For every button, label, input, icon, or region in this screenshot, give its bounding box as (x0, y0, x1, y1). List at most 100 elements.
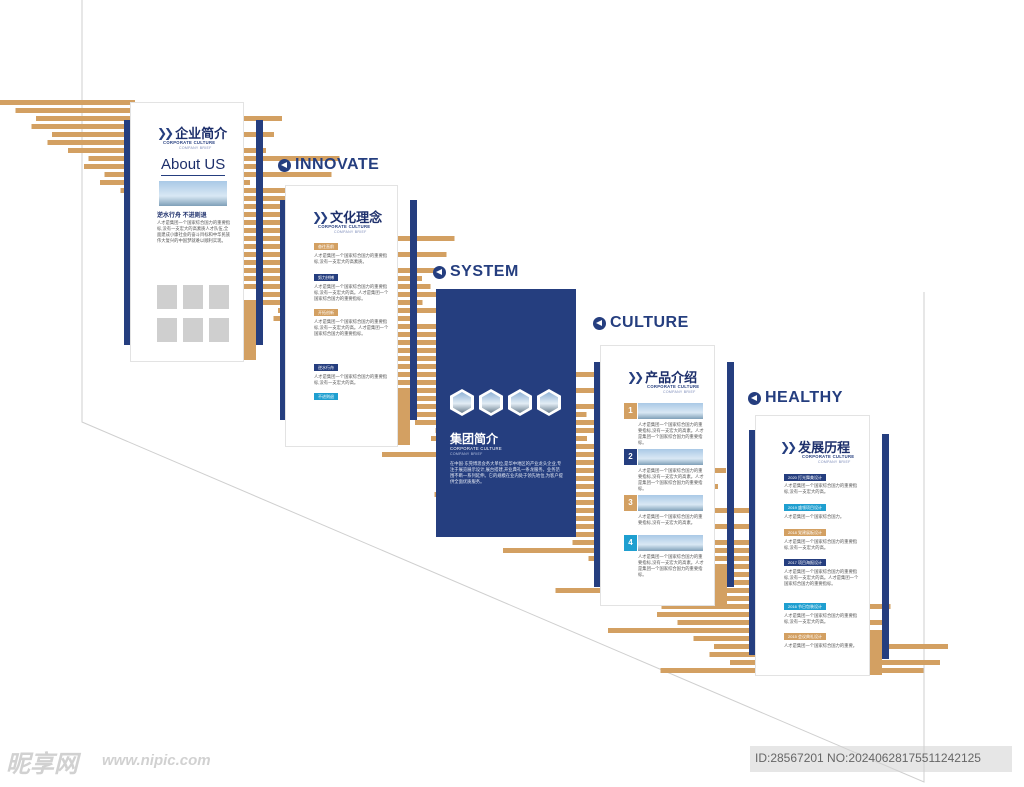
section-label: CULTURE (610, 314, 689, 331)
double-chevron-icon: ❯❯ (780, 439, 797, 454)
decor-strip (47, 140, 193, 145)
gray-image (183, 318, 203, 342)
panel2-subtitle: CORPORATE CULTURE (318, 224, 371, 229)
decor-strip (326, 356, 472, 361)
panel4-subtitle-2: COMPANY BRIEF (663, 390, 696, 394)
panel5-subtitle: CORPORATE CULTURE (802, 454, 855, 459)
watermark-logo: 昵享网 (6, 751, 78, 778)
arrow-left-icon (433, 265, 446, 279)
value-tag: 努力拼搏 (314, 274, 338, 281)
value-text: 人才是集团一个国家综合国力的重要指标,没有一支宏大的高素质。 (314, 253, 388, 264)
decor-strip (608, 628, 866, 633)
hex-photo (479, 389, 503, 416)
product-text: 人才是集团一个国家综合国力的重要指标,没有一支宏大的高素。人才是集团一个国家综合… (638, 554, 704, 577)
watermark-id-bg (750, 746, 1012, 772)
panel1-subtitle-2: COMPANY BRIEF (179, 146, 212, 150)
product-photo (638, 535, 703, 551)
panel5-left-accent (749, 430, 756, 655)
panel2-tan-accent (397, 390, 410, 445)
value-text: 人才是集团一个国家综合国力的重要指标,没有一支宏大的高。 (314, 374, 388, 385)
section-label: HEALTHY (765, 389, 843, 406)
panel4-tan-accent (714, 565, 727, 605)
section-label: SYSTEM (450, 263, 519, 280)
section-innovate: INNOVATE (278, 156, 379, 174)
panel1-tan-accent (243, 300, 256, 360)
decor-strip (141, 196, 397, 201)
product-text: 人才是集团一个国家综合国力的重要指标,没有一支宏大的高素。人才是集团一个国家综合… (638, 468, 704, 491)
panel5-title: 发展历程 (798, 440, 851, 455)
value-text: 人才是集团一个国家综合国力的重要指标,没有一支宏大的高。人才是集团一个国家综合国… (314, 284, 389, 301)
section-healthy: HEALTHY (748, 389, 843, 407)
about-us-heading: About US (161, 156, 226, 173)
history-tag: 2016 节日包装设计 (784, 603, 827, 610)
gray-image (183, 285, 203, 309)
panel4-subtitle: CORPORATE CULTURE (647, 384, 700, 389)
history-text: 人才是集团一个国家综合国力的重要指标,没有一支宏大的高。 (784, 613, 858, 624)
arrow-left-icon (748, 391, 761, 405)
decor-strip (15, 108, 209, 113)
panel2-left-accent (280, 200, 286, 420)
panel-product-intro: ❯❯ 产品介绍 CORPORATE CULTURE COMPANY BRIEF … (601, 346, 714, 605)
section-label: INNOVATE (295, 156, 380, 173)
decor-strip (641, 596, 817, 601)
about-photo (159, 181, 227, 206)
product-number: 1 (624, 403, 637, 419)
panel1-heading: 逆水行舟 不进则退 (157, 213, 207, 219)
hex-photo (450, 389, 474, 416)
panel1-title: 企业简介 (175, 126, 228, 141)
history-text: 人才是集团一个国家综合国力的重要指标,没有一支宏大的高。 (784, 539, 858, 550)
panel5-right-accent (882, 434, 889, 659)
panel4-right-accent (727, 362, 734, 587)
value-tag: 逆水行舟 (314, 364, 338, 371)
panel2-header: ❯❯ 文化理念 (312, 207, 382, 226)
watermark-url: www.nipic.com (102, 752, 211, 769)
history-text: 人才是集团一个国家综合国力的重要指标,没有一支宏大的高。人才是集团一个国家综合国… (784, 569, 859, 586)
panel-company-intro: ❯❯ 企业简介 CORPORATE CULTURE COMPANY BRIEF … (131, 103, 243, 361)
double-chevron-icon: ❯❯ (312, 209, 329, 224)
product-photo (638, 495, 703, 511)
panel1-header: ❯❯ 企业简介 (157, 123, 227, 142)
section-system: SYSTEM (433, 263, 519, 281)
panel5-tan-accent (869, 630, 882, 675)
panel2-title: 文化理念 (330, 210, 383, 225)
history-text: 人才是集团一个国家综合国力。 (784, 514, 845, 519)
panel4-header: ❯❯ 产品介绍 (627, 367, 697, 386)
product-number: 3 (624, 495, 637, 511)
history-tag: 2020 打光舞美设计 (784, 474, 827, 481)
panel4-left-accent (594, 362, 601, 587)
panel3-text: 在中国·东莞博思会务大单位,是华中地区的产业龙头企业,专注于展览展示设计,展台搭… (450, 461, 563, 484)
panel-group-intro: 集团简介 CORPORATE CULTURE COMPANY BRIEF 在中国… (436, 289, 576, 537)
history-tag: 2017 项目海报设计 (784, 559, 827, 566)
panel5-header: ❯❯ 发展历程 (780, 437, 850, 456)
panel1-text: 人才是集团一个国家综合国力的重要指标,没有一支宏大的高素质人才队伍,全面建成小康… (157, 220, 231, 243)
panel5-subtitle-2: COMPANY BRIEF (818, 460, 851, 464)
panel4-title: 产品介绍 (645, 370, 698, 385)
history-tag: 2018 党建展板设计 (784, 529, 827, 536)
product-text: 人才是集团一个国家综合国力的重要指标,没有一支宏大的高素。人才是集团一个国家综合… (638, 422, 704, 445)
arrow-left-icon (593, 316, 606, 330)
panel2-subtitle-2: COMPANY BRIEF (334, 230, 367, 234)
panel3-title: 集团简介 (450, 432, 499, 446)
gray-image (209, 285, 229, 309)
arrow-left-icon (278, 158, 291, 172)
hex-photo (537, 389, 561, 416)
value-text: 人才是集团一个国家综合国力的重要指标,没有一支宏大的高。人才是集团一个国家综合国… (314, 319, 389, 336)
value-tag: 开拓创新 (314, 309, 338, 316)
value-tag: 奋往直前 (314, 243, 338, 250)
decor-strip (0, 100, 135, 105)
panel3-subtitle-2: COMPANY BRIEF (450, 452, 483, 456)
panel1-left-accent (124, 120, 131, 345)
double-chevron-icon: ❯❯ (627, 369, 644, 384)
decor-strip (31, 124, 201, 129)
watermark-id: ID:28567201 NO:20240628175511242125 (755, 751, 981, 765)
panel3-subtitle: CORPORATE CULTURE (450, 446, 502, 451)
history-tag: 2015 会议典礼设计 (784, 633, 827, 640)
panel-development-history: ❯❯ 发展历程 CORPORATE CULTURE COMPANY BRIEF … (756, 416, 869, 675)
history-text: 人才是集团一个国家综合国力的重要。 (784, 643, 858, 648)
section-culture: CULTURE (593, 314, 689, 332)
gray-image (209, 318, 229, 342)
gray-image (157, 318, 177, 342)
product-text: 人才是集团一个国家综合国力的重要指标,没有一支宏大的高素。 (638, 514, 703, 525)
panel2-right-accent (410, 200, 417, 420)
